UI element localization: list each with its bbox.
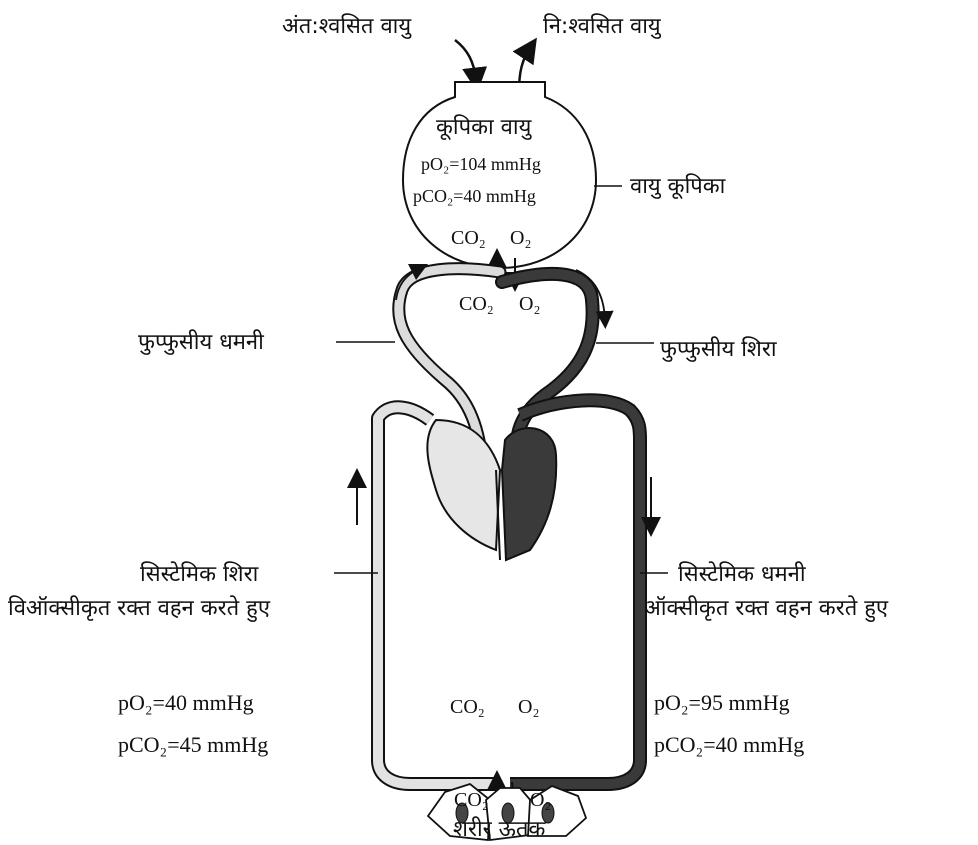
body-tissue-label: शरीर ऊतक [453,816,546,842]
alveolus-label: वायु कूपिका [630,173,726,200]
systemic-artery-label: सिस्टेमिक धमनी [678,561,806,587]
tissue-co2-top-label: CO₂ [450,696,485,718]
alveolus-sac [403,82,596,268]
heart-left-side [502,428,556,560]
inhaled-air-label: अंत:श्वसित वायु [282,13,412,39]
alveolar-po2: pO₂=104 mmHg [421,154,541,174]
tissue-o2-top-label: O₂ [518,696,539,718]
alveolar-pco2: pCO₂=40 mmHg [413,186,536,206]
systemic-artery-note: ऑक्सीकृत रक्त वहन करते हुए [644,595,889,622]
systemic-vein-label: सिस्टेमिक शिरा [140,561,259,587]
alveolus-o2-label: O₂ [510,227,531,249]
exhaled-air-label: नि:श्वसित वायु [543,13,662,39]
capillary-co2-label: CO₂ [459,293,494,315]
alveolus-co2-label: CO₂ [451,227,486,249]
systemic-vein-note: विऑक्सीकृत रक्त वहन करते हुए [8,595,271,622]
alveolar-air-title: कूपिका वायु [436,114,533,141]
tissue-o2-cell-label: O₂ [530,789,551,811]
heart-right-side [427,420,500,550]
right-pco2-value: pCO₂=40 mmHg [654,732,804,757]
capillary-o2-label: O₂ [519,293,540,315]
pulmonary-vein-label: फुप्फुसीय शिरा [660,336,777,362]
pulmonary-artery-label: फुप्फुसीय धमनी [138,329,264,355]
left-pco2-value: pCO₂=45 mmHg [118,732,268,757]
right-po2-value: pO₂=95 mmHg [654,690,790,715]
inhale-arrow [455,40,476,80]
left-po2-value: pO₂=40 mmHg [118,690,254,715]
tissue-co2-cell-label: CO₂ [454,789,489,811]
